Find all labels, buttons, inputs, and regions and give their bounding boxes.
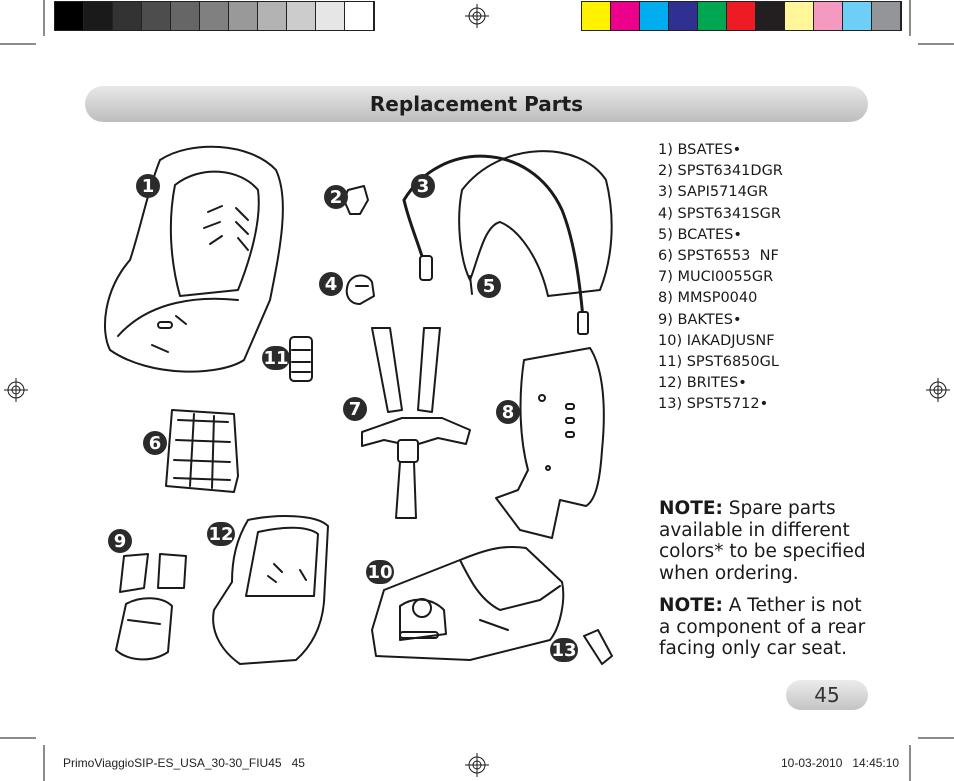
insert-6-drawing <box>165 409 239 493</box>
color-swatch <box>640 2 669 30</box>
page-number: 45 <box>814 683 840 707</box>
base-drawing <box>371 545 565 661</box>
note-spare-parts: NOTE: Spare parts available in different… <box>659 498 869 584</box>
process-color-bar <box>581 1 902 31</box>
note-tether: NOTE: A Tether is not a component of a r… <box>659 595 869 660</box>
color-swatch <box>727 2 756 30</box>
callout-number: 3 <box>417 176 430 197</box>
callout-number: 7 <box>349 399 362 420</box>
callout-7: 7 <box>343 397 367 421</box>
callout-number: 5 <box>483 276 496 297</box>
registration-mark-top <box>465 4 489 28</box>
clip-13-drawing <box>583 629 613 665</box>
color-swatch <box>669 2 698 30</box>
color-swatch <box>843 2 872 30</box>
gray-swatch <box>316 2 345 30</box>
callout-2: 2 <box>324 185 348 209</box>
part-item: 1) BSATES• <box>658 142 742 158</box>
color-swatch <box>698 2 727 30</box>
callout-number: 13 <box>551 640 576 661</box>
gray-swatch <box>171 2 200 30</box>
callout-number: 1 <box>142 176 155 197</box>
callout-6: 6 <box>143 431 167 455</box>
callout-11: 11 <box>262 346 290 370</box>
callout-number: 4 <box>325 274 338 295</box>
registration-mark-left <box>4 378 28 402</box>
registration-mark-bottom <box>465 753 489 777</box>
part-item: 6) SPST6553 NF <box>658 247 779 264</box>
part-item: 7) MUCI0055GR <box>658 269 774 286</box>
gray-swatch <box>142 2 171 30</box>
callout-number: 8 <box>502 402 515 423</box>
part-item: 13) SPST5712• <box>658 396 769 413</box>
footer-file-info: PrimoViaggioSIP-ES_USA_30-30_FIU45 45 <box>63 756 305 770</box>
part-item: 4) SPST6341SGR <box>658 205 781 222</box>
color-swatch <box>814 2 843 30</box>
gray-swatch <box>229 2 258 30</box>
callout-number: 2 <box>330 187 343 208</box>
parts-illustration: 1 2 3 4 5 6 7 8 9 10 11 12 13 <box>104 145 613 665</box>
parts-list: 1) BSATES• 2) SPST6341DGR 3) SAPI5714GR 4) … <box>658 140 783 415</box>
part-item: 11) SPST6850GL <box>658 353 779 370</box>
color-swatch <box>582 2 611 30</box>
footer-timestamp: 10-03-2010 14:45:10 <box>781 756 900 770</box>
color-swatch <box>785 2 814 30</box>
gray-swatch <box>84 2 113 30</box>
callout-5: 5 <box>477 274 501 298</box>
color-swatch <box>756 2 785 30</box>
gray-color-bar <box>54 1 375 31</box>
callout-number: 9 <box>114 531 127 552</box>
callout-number: 12 <box>208 524 233 545</box>
harness-drawing <box>361 327 471 519</box>
seat-pad-12-drawing <box>212 515 329 665</box>
callout-4: 4 <box>319 272 343 296</box>
gray-swatch <box>55 2 84 30</box>
note-label: NOTE: <box>659 595 723 616</box>
callout-number: 10 <box>367 562 392 583</box>
color-swatch <box>611 2 640 30</box>
callout-3: 3 <box>411 174 435 198</box>
page-title: Replacement Parts <box>369 92 584 116</box>
part-item: 5) BCATES• <box>658 226 742 243</box>
part-item: 10) IAKADJUSNF <box>658 332 775 349</box>
callout-number: 6 <box>149 433 162 454</box>
gray-swatch <box>287 2 316 30</box>
gray-swatch <box>345 2 374 30</box>
canopy-drawing <box>402 150 613 335</box>
gray-swatch <box>258 2 287 30</box>
callout-1: 1 <box>136 174 160 198</box>
pads-9-drawing <box>115 553 187 661</box>
part-item: 8) MMSP0040 <box>658 290 758 307</box>
callout-8: 8 <box>496 400 520 424</box>
registration-mark-right <box>926 378 950 402</box>
side-pad-drawing <box>495 347 605 539</box>
note-text: Spare parts available in different color… <box>659 498 866 584</box>
part-item: 9) BAKTES• <box>658 311 742 328</box>
gray-swatch <box>113 2 142 30</box>
callout-number: 11 <box>263 348 288 369</box>
color-swatch <box>872 2 901 30</box>
callout-12: 12 <box>207 522 235 546</box>
callout-9: 9 <box>108 529 132 553</box>
seat-pad-drawing <box>104 145 284 373</box>
note-text: A Tether is not a component of a rear fa… <box>659 595 866 659</box>
note-label: NOTE: <box>659 498 723 519</box>
callouts: 1 2 3 4 5 6 7 8 9 10 11 12 13 <box>108 174 578 662</box>
title-bar <box>85 86 868 122</box>
page-number-pill <box>786 680 868 710</box>
part-item: 2) SPST6341DGR <box>658 163 783 180</box>
callout-13: 13 <box>550 638 578 662</box>
part-item: 3) SAPI5714GR <box>658 184 769 201</box>
clip-4-drawing <box>345 274 375 305</box>
buckle-11-drawing <box>289 336 313 382</box>
part-item: 12) BRITES• <box>658 375 747 392</box>
callout-10: 10 <box>366 560 394 584</box>
gray-swatch <box>200 2 229 30</box>
